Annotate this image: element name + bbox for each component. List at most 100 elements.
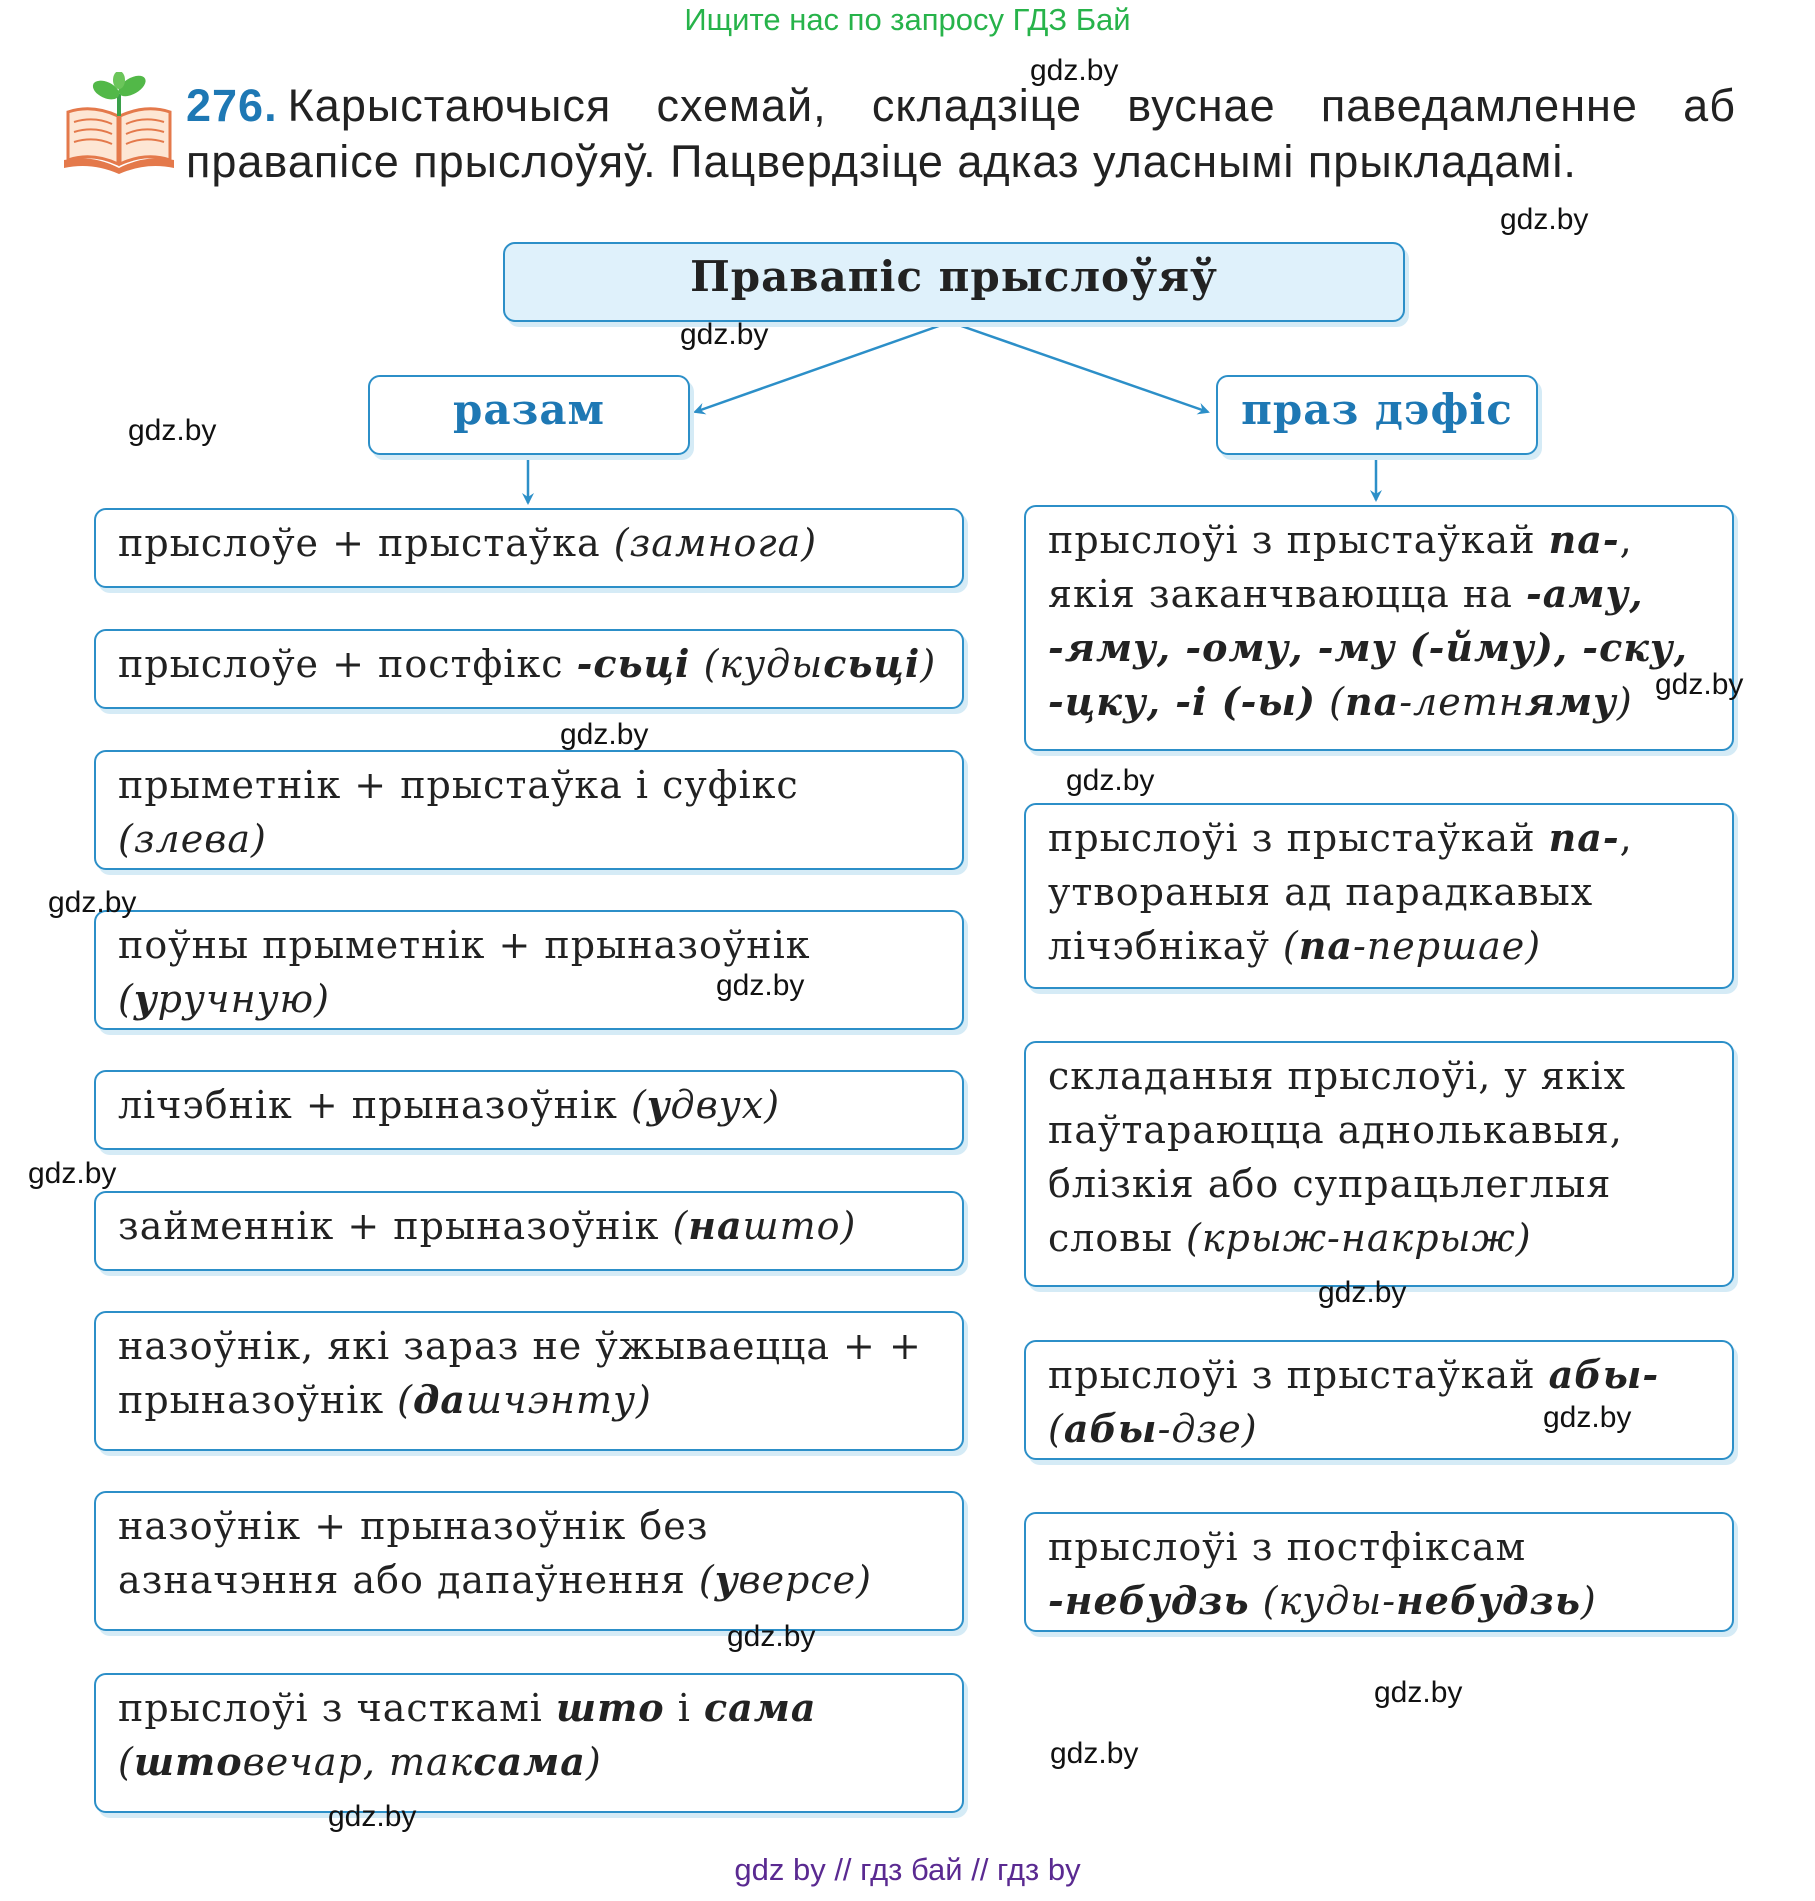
rule-text: складаныя прыслоўі, у якіх паўтараюцца а… [1048, 1054, 1626, 1260]
example-segment: абы [1063, 1406, 1158, 1451]
rule-segment: лічэбнік + прыназоўнік [118, 1083, 631, 1127]
example-segment: вечар, так [242, 1740, 474, 1784]
right-heading: праз дэфіс [1216, 375, 1538, 455]
watermark: gdz.by [1500, 203, 1589, 236]
rule-box-left: назоўнік + прыназоўнік без азначэння або… [94, 1491, 964, 1631]
example-segment: ) [1580, 1579, 1597, 1623]
example-segment: сьці [823, 641, 921, 686]
arrow-to-left [693, 320, 951, 415]
example-segment: у [714, 1557, 739, 1602]
watermark: gdz.by [128, 414, 217, 447]
watermark: gdz.by [1318, 1276, 1407, 1309]
scheme-title: Правапіс прыслоўяў [503, 242, 1405, 322]
rule-segment: поўны прыметнік + прыназоўнік [118, 923, 811, 967]
example-segment: сама [473, 1739, 586, 1784]
example-segment: што) [742, 1204, 857, 1248]
rule-text: лічэбнік + прыназоўнік (удвух) [118, 1082, 780, 1127]
rule-box-left: прыслоўе + постфікс -сьці (кудысьці) [94, 629, 964, 709]
rule-segment: займеннік + прыназоўнік [118, 1204, 673, 1248]
watermark: gdz.by [328, 1800, 417, 1833]
watermark: gdz.by [680, 318, 769, 351]
watermark: gdz.by [716, 969, 805, 1002]
example-segment: ) [585, 1740, 602, 1784]
rule-segment: прыметнік + прыстаўка і суфікс [118, 763, 799, 807]
rule-text: прыслоўе + постфікс -сьці (кудысьці) [118, 641, 937, 686]
example-segment: (замнога) [613, 521, 818, 565]
rule-text: назоўнік, які зараз не ўжываецца + + пры… [118, 1324, 922, 1422]
example-segment: ( [1329, 680, 1345, 724]
watermark: gdz.by [1655, 668, 1744, 701]
watermark: gdz.by [1543, 1401, 1632, 1434]
example-segment: па [1344, 679, 1400, 724]
example-segment: ( [397, 1378, 413, 1422]
rule-box-left: прыслоўі з часткамі што і сама (штовечар… [94, 1673, 964, 1813]
rule-segment [691, 642, 704, 686]
example-segment: ( [672, 1204, 689, 1248]
example-segment: што [133, 1739, 243, 1784]
example-segment: -аму, -яму, -ому, -му (-йму), -ску, -цку… [1048, 571, 1688, 724]
rule-box-left: поўны прыметнік + прыназоўнік (уручную) [94, 910, 964, 1030]
rule-text: займеннік + прыназоўнік (нашто) [118, 1203, 857, 1248]
rule-segment: прыслоўе + прыстаўка [118, 521, 614, 565]
rule-segment [1250, 1579, 1263, 1623]
watermark: gdz.by [28, 1157, 117, 1190]
example-segment: ( [118, 977, 134, 1021]
rule-segment: , утвораныя ад парадкавых лічэбнікаў [1048, 816, 1633, 968]
watermark: gdz.by [1066, 764, 1155, 797]
example-segment: ( [630, 1083, 647, 1127]
example-segment: ) [920, 642, 937, 686]
rule-segment: складаныя прыслоўі, у якіх паўтараюцца а… [1048, 1054, 1627, 1260]
arrow-to-right [949, 320, 1210, 415]
rule-text: прыслоўі з прыстаўкай па-, якія заканчва… [1048, 517, 1688, 724]
rule-segment: прыслоўі з постфіксам [1048, 1525, 1527, 1569]
rule-segment: прыслоўі з часткамі [118, 1686, 556, 1730]
example-segment: ) [1616, 680, 1633, 724]
rule-text: прыметнік + прыстаўка і суфікс (злева) [118, 763, 799, 861]
rule-text: прыслоўі з часткамі што і сама (штовечар… [118, 1685, 817, 1784]
rule-segment: назоўнік, які зараз не ўжываецца + + пры… [118, 1324, 922, 1422]
top-banner: Ищите нас по запросу ГДЗ Бай [684, 2, 1131, 37]
example-segment: сама [703, 1685, 817, 1730]
rule-box-right: прыслоўі з прыстаўкай па-, якія заканчва… [1024, 505, 1734, 751]
rule-box-right: складаныя прыслоўі, у якіх паўтараюцца а… [1024, 1041, 1734, 1287]
example-segment: абы- [1548, 1352, 1660, 1397]
rule-segment: прыслоўі з прыстаўкай [1048, 1353, 1549, 1397]
example-segment: -дзе) [1157, 1407, 1258, 1451]
rule-box-right: прыслоўі з прыстаўкай па-, утвораныя ад … [1024, 803, 1734, 989]
rule-text: поўны прыметнік + прыназоўнік (уручную) [118, 923, 810, 1021]
rule-box-right: прыслоўі з прыстаўкай абы- (абы-дзе) [1024, 1340, 1734, 1460]
watermark: gdz.by [727, 1620, 816, 1653]
example-segment: -сьці [576, 641, 691, 686]
rule-text: прыслоўі з прыстаўкай абы- (абы-дзе) [1048, 1352, 1660, 1451]
example-segment: шчэнту) [466, 1378, 652, 1422]
rule-box-left: лічэбнік + прыназоўнік (удвух) [94, 1070, 964, 1150]
task-text: Карыстаючыся схемай, складзіце вуснае па… [186, 80, 1736, 187]
example-segment: у [133, 976, 158, 1021]
left-heading: разам [368, 375, 690, 455]
rule-segment: і [664, 1686, 704, 1730]
example-segment: па- [1548, 517, 1620, 562]
example-segment: ( [1282, 924, 1299, 968]
rule-box-left: прыслоўе + прыстаўка (замнога) [94, 508, 964, 588]
rule-segment [1316, 680, 1329, 724]
task-number: 276. [186, 80, 278, 131]
example-segment: -першае) [1352, 924, 1542, 968]
rule-text: прыслоўе + прыстаўка (замнога) [118, 521, 817, 565]
rule-text: прыслоўі з прыстаўкай па-, утвораныя ад … [1048, 815, 1633, 968]
example-segment: -летн [1399, 680, 1525, 724]
example-segment: ( [698, 1558, 715, 1602]
rule-box-right: прыслоўі з постфіксам -небудзь (куды-неб… [1024, 1512, 1734, 1632]
example-segment: яму [1524, 679, 1617, 724]
example-segment: што [555, 1685, 665, 1730]
example-segment: у [646, 1082, 671, 1127]
example-segment: ручную) [157, 977, 330, 1021]
watermark: gdz.by [1030, 54, 1119, 87]
watermark: gdz.by [1050, 1737, 1139, 1770]
example-segment: (злева) [118, 817, 267, 861]
rule-text: прыслоўі з постфіксам -небудзь (куды-неб… [1048, 1525, 1597, 1623]
rule-box-left: прыметнік + прыстаўка і суфікс (злева) [94, 750, 964, 870]
rule-text: назоўнік + прыназоўнік без азначэння або… [118, 1504, 872, 1602]
example-segment: ( [118, 1740, 134, 1784]
watermark: gdz.by [1374, 1676, 1463, 1709]
